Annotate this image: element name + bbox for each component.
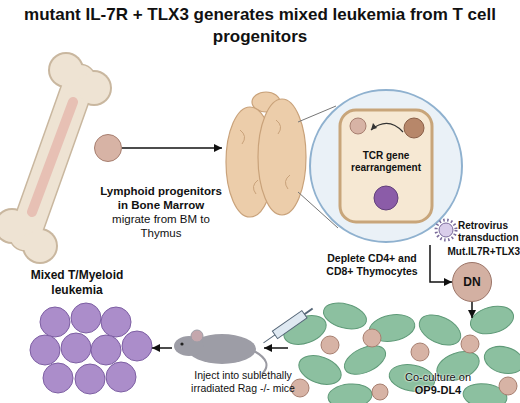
node-text: DN [463, 275, 480, 290]
node-text: OP9-DL4 [393, 384, 483, 397]
leukemia-cell [43, 363, 73, 393]
node-text: migrate from BM to Thymus [99, 212, 223, 240]
t-cell [372, 384, 388, 400]
syringe-symbol [261, 305, 315, 347]
t-cell [411, 343, 429, 361]
flow-arrow [152, 344, 172, 352]
flow-arrow [264, 344, 288, 352]
thymocyte [374, 186, 398, 210]
node-text: Mixed T/Myeloid leukemia [22, 268, 132, 297]
illustration-node: Mixed T/Myeloid leukemia [30, 305, 152, 397]
node-text: TCR gene rearrangement [342, 150, 430, 174]
stromal-cell [467, 302, 516, 339]
stromal-cell [321, 299, 370, 334]
annotation-label: Mut.IL7R+TLX3 [432, 246, 520, 258]
bone-illustration [0, 52, 112, 264]
arrow-head [468, 310, 476, 318]
leukemia-cell [40, 307, 70, 337]
node-text: Lymphoid progenitors in Bone Marrow [99, 184, 223, 212]
node-text: Co-culture on [393, 371, 483, 384]
edge-label: Deplete CD4+ and CD8+ Thymocytes [318, 252, 426, 278]
arrow-head [214, 144, 222, 152]
bone-marrow [32, 102, 73, 212]
bone-shaft [25, 80, 80, 235]
curved-arrow-head [371, 123, 377, 130]
bone-outline [25, 80, 80, 235]
t-cell [321, 336, 339, 354]
leukemia-cell [75, 364, 105, 394]
t-cell [461, 335, 479, 353]
illustration-node: Co-culture onOP9-DL4 [288, 318, 520, 403]
arrow-head [444, 278, 452, 286]
bone-knob [50, 54, 82, 86]
thymus-lobe [258, 99, 306, 215]
thymocyte [404, 118, 424, 138]
cell-node: DN [452, 262, 492, 302]
thymic-niche [340, 110, 432, 222]
zoom-outline [310, 90, 462, 242]
t-cell [363, 329, 381, 347]
thymus-lobule-lines [240, 120, 290, 194]
bone-knob [78, 72, 110, 104]
diagram-title: mutant IL-7R + TLX3 generates mixed leuk… [10, 4, 510, 48]
thymus-illustration [226, 92, 306, 217]
arrow-head [152, 344, 160, 352]
retrovirus-symbol [436, 220, 456, 240]
leukemia-cell [106, 362, 136, 392]
stromal-cell [340, 340, 390, 380]
caption-block: TCR gene rearrangement [342, 150, 430, 174]
mouse-illustration [174, 330, 267, 374]
arrow-head [264, 344, 272, 352]
zoom-circle [310, 90, 462, 242]
bone-knob [0, 210, 28, 242]
leukemia-cell [122, 331, 152, 361]
cell-node: Lymphoid progenitors in Bone Marrowmigra… [94, 134, 122, 162]
leukemia-cell [101, 307, 131, 337]
curved-arrow [371, 123, 403, 132]
caption-block: Inject into sublethally irradiated Rag -… [178, 369, 308, 395]
illustration-node: Inject into sublethally irradiated Rag -… [172, 328, 264, 368]
caption-block: Lymphoid progenitors in Bone Marrowmigra… [99, 184, 223, 240]
caption-block: Co-culture onOP9-DL4 [393, 371, 483, 398]
caption-block: Mixed T/Myeloid leukemia [22, 268, 132, 297]
bone-knob [24, 230, 56, 262]
leukemia-cell [71, 303, 101, 333]
arrow-line [122, 147, 222, 149]
stromal-cell [481, 342, 520, 377]
virus-body [439, 223, 453, 237]
flow-arrow [122, 144, 222, 152]
flow-arrow [468, 302, 476, 318]
op9-cells [280, 299, 520, 403]
mouse-ear [191, 330, 203, 342]
leukemia-cell [61, 333, 91, 363]
syringe-needle [264, 335, 275, 343]
mouse-eye [180, 342, 183, 345]
leukemia-cell [30, 335, 60, 365]
illustration-node: TCR gene rearrangement [222, 85, 466, 245]
virus-spikes [436, 220, 456, 240]
syringe-barrel [272, 311, 307, 339]
node-text: Inject into sublethally irradiated Rag -… [178, 369, 308, 395]
leukemia-cells [30, 303, 152, 394]
thymocyte [350, 118, 366, 134]
annotation-label: Retrovirus transduction [458, 220, 520, 244]
leukemia-cell [91, 335, 121, 365]
t-cell [499, 377, 517, 395]
syringe-plunger [304, 309, 312, 315]
stromal-cell [327, 382, 373, 403]
